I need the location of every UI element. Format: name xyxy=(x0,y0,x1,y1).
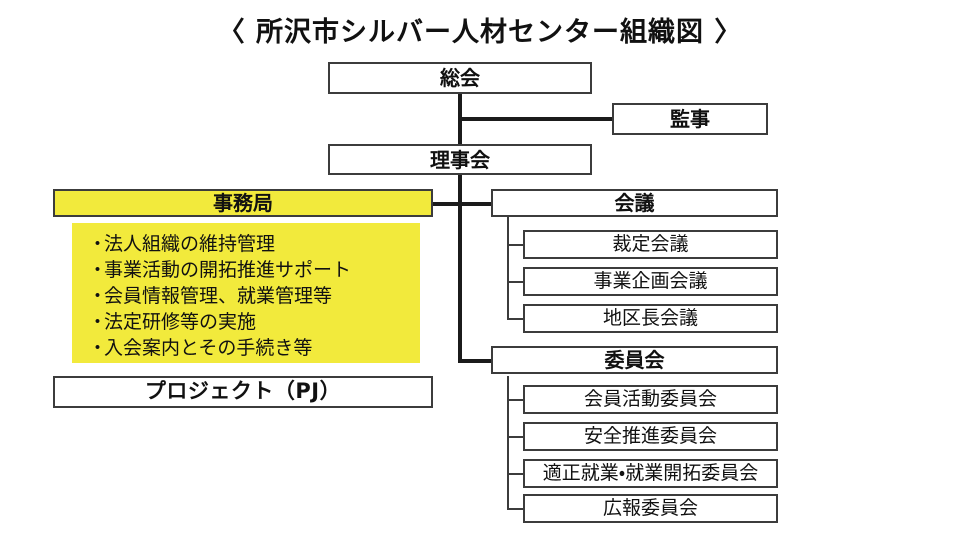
bullet-icon: ・ xyxy=(88,233,108,255)
duty-label: 入会案内とその手続き等 xyxy=(104,337,313,359)
bullet-icon: ・ xyxy=(88,285,108,307)
list-item: ・ 法定研修等の実施 xyxy=(88,309,420,335)
connector-board-to-committees xyxy=(458,359,493,363)
node-secretariat-label: 事務局 xyxy=(213,191,273,215)
list-item: ・ 事業活動の開拓推進サポート xyxy=(88,257,420,283)
node-committee-child-4-label: 広報委員会 xyxy=(602,497,698,520)
node-committees[interactable]: 委員会 xyxy=(491,346,778,374)
duty-label: 法定研修等の実施 xyxy=(104,311,257,333)
node-committee-child-4[interactable]: 広報委員会 xyxy=(523,494,778,523)
connector-board-to-secretariat xyxy=(431,202,460,206)
node-auditor[interactable]: 監事 xyxy=(612,103,768,135)
node-committee-child-2-label: 安全推進委員会 xyxy=(583,425,717,448)
connector-committees-rail xyxy=(507,376,509,508)
node-meeting-child-3[interactable]: 地区長会議 xyxy=(523,304,778,333)
node-meeting-child-3-label: 地区長会議 xyxy=(602,307,698,330)
node-secretariat[interactable]: 事務局 xyxy=(53,189,433,217)
duty-label: 事業活動の開拓推進サポート xyxy=(104,259,352,281)
node-committee-child-1-label: 会員活動委員会 xyxy=(583,388,717,411)
node-board-of-directors-label: 理事会 xyxy=(430,147,490,172)
list-item: ・ 法人組織の維持管理 xyxy=(88,231,420,257)
secretariat-duties-panel: ・ 法人組織の維持管理 ・ 事業活動の開拓推進サポート ・ 会員情報管理、就業管… xyxy=(72,223,420,363)
connector-board-trunk xyxy=(458,172,462,363)
connector-committees-stub-2 xyxy=(507,436,524,438)
node-committee-child-2[interactable]: 安全推進委員会 xyxy=(523,422,778,451)
node-general-assembly-label: 総会 xyxy=(440,66,480,90)
list-item: ・ 入会案内とその手続き等 xyxy=(88,335,420,361)
connector-meetings-stub-1 xyxy=(507,244,524,246)
connector-meetings-stub-3 xyxy=(507,318,524,320)
bullet-icon: ・ xyxy=(88,311,108,333)
list-item: ・ 会員情報管理、就業管理等 xyxy=(88,283,420,309)
bullet-icon: ・ xyxy=(88,259,108,281)
connector-committees-stub-4 xyxy=(507,508,524,510)
node-committees-label: 委員会 xyxy=(604,348,665,372)
node-general-assembly[interactable]: 総会 xyxy=(328,62,592,94)
duty-label: 会員情報管理、就業管理等 xyxy=(104,285,333,307)
connector-committees-stub-1 xyxy=(507,399,524,401)
node-committee-child-3[interactable]: 適正就業・就業開拓委員会 xyxy=(523,459,778,488)
node-committee-child-3-label: 適正就業・就業開拓委員会 xyxy=(542,462,759,485)
node-project[interactable]: プロジェクト（PJ） xyxy=(53,376,433,408)
connector-meetings-rail xyxy=(507,217,509,319)
node-auditor-label: 監事 xyxy=(670,107,710,131)
connector-assembly-to-auditor xyxy=(458,117,614,121)
node-committee-child-1[interactable]: 会員活動委員会 xyxy=(523,385,778,414)
connector-board-to-meetings xyxy=(458,202,493,206)
connector-meetings-stub-2 xyxy=(507,281,524,283)
node-meetings-label: 会議 xyxy=(614,191,655,215)
page-title: 〈 所沢市シルバー人材センター組織図 〉 xyxy=(217,17,743,48)
duty-label: 法人組織の維持管理 xyxy=(104,233,276,255)
node-board-of-directors[interactable]: 理事会 xyxy=(328,144,592,175)
node-meeting-child-2[interactable]: 事業企画会議 xyxy=(523,267,778,296)
node-project-label: プロジェクト（PJ） xyxy=(144,379,342,404)
node-meeting-child-2-label: 事業企画会議 xyxy=(593,270,708,293)
node-meeting-child-1-label: 裁定会議 xyxy=(612,233,689,256)
connector-committees-stub-3 xyxy=(507,473,524,475)
node-meeting-child-1[interactable]: 裁定会議 xyxy=(523,230,778,259)
node-meetings[interactable]: 会議 xyxy=(491,189,778,217)
bullet-icon: ・ xyxy=(88,337,108,359)
